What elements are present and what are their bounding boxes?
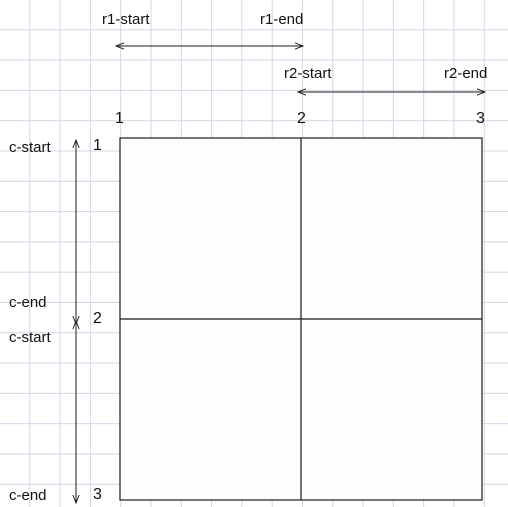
c-end-label-2: c-end (9, 487, 47, 504)
top-line-number-1: 1 (115, 110, 124, 127)
r2-start-label: r2-start (284, 65, 332, 82)
top-line-number-2: 2 (297, 110, 306, 127)
left-line-number-2: 2 (93, 310, 102, 327)
r2-end-label: r2-end (444, 65, 488, 82)
c-end-label-1: c-end (9, 294, 47, 311)
top-line-number-3: 3 (476, 110, 485, 127)
r1-start-label: r1-start (102, 11, 150, 28)
r1-end-label: r1-end (260, 11, 304, 28)
c-start-label-2: c-start (9, 329, 51, 346)
c-start-label-1: c-start (9, 139, 51, 156)
left-line-number-3: 3 (93, 486, 102, 503)
left-line-number-1: 1 (93, 137, 102, 154)
